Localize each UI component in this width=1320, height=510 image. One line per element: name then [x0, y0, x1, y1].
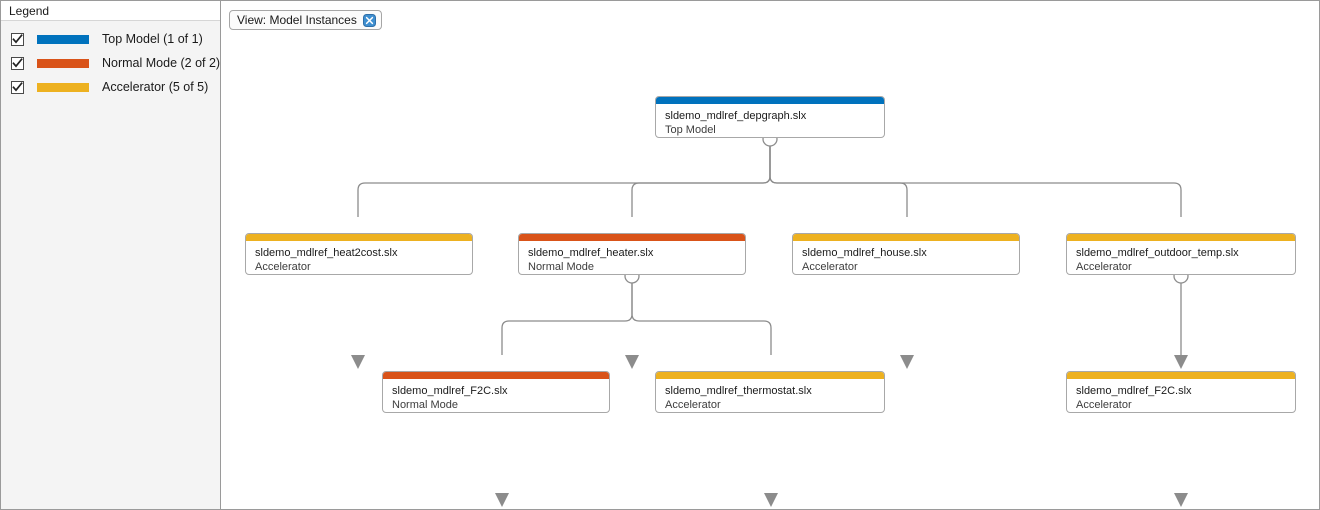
node-subtitle: Normal Mode — [392, 399, 459, 411]
close-circle-icon[interactable] — [362, 13, 376, 27]
node-subtitle: Top Model — [665, 124, 716, 136]
legend-label-top-model: Top Model (1 of 1) — [102, 32, 203, 46]
node-body: sldemo_mdlref_outdoor_temp.slx Accelerat… — [1067, 241, 1295, 274]
legend-label-normal-mode: Normal Mode (2 of 2) — [102, 56, 221, 70]
node-title: sldemo_mdlref_F2C.slx — [392, 385, 508, 397]
legend-header: Legend — [1, 1, 220, 21]
node-status-bar — [519, 234, 745, 241]
legend-item-accelerator[interactable]: Accelerator (5 of 5) — [1, 75, 220, 99]
node-subtitle: Accelerator — [802, 261, 858, 273]
checkbox-checked-icon[interactable] — [11, 56, 24, 70]
node-title: sldemo_mdlref_outdoor_temp.slx — [1076, 247, 1239, 259]
checkbox-checked-icon[interactable] — [11, 80, 24, 94]
node-body: sldemo_mdlref_F2C.slx Normal Mode — [383, 379, 609, 412]
node-title: sldemo_mdlref_house.slx — [802, 247, 927, 259]
node-body: sldemo_mdlref_heat2cost.slx Accelerator — [246, 241, 472, 274]
node-subtitle: Accelerator — [1076, 261, 1132, 273]
view-filter-chip[interactable]: View: Model Instances — [229, 10, 382, 30]
node-status-bar — [656, 372, 884, 379]
legend-item-top-model[interactable]: Top Model (1 of 1) — [1, 27, 220, 51]
legend-color-swatch-normal-mode — [37, 58, 89, 68]
node-subtitle: Accelerator — [1076, 399, 1132, 411]
model-node-heater[interactable]: sldemo_mdlref_heater.slx Normal Mode — [518, 233, 746, 275]
node-status-bar — [246, 234, 472, 241]
model-node-depgraph[interactable]: sldemo_mdlref_depgraph.slx Top Model — [655, 96, 885, 138]
node-title: sldemo_mdlref_heater.slx — [528, 247, 654, 259]
node-status-bar — [1067, 372, 1295, 379]
model-node-f2c-accelerator[interactable]: sldemo_mdlref_F2C.slx Accelerator — [1066, 371, 1296, 413]
model-node-house[interactable]: sldemo_mdlref_house.slx Accelerator — [792, 233, 1020, 275]
graph-canvas[interactable]: View: Model Instances — [221, 1, 1319, 509]
node-body: sldemo_mdlref_F2C.slx Accelerator — [1067, 379, 1295, 412]
node-body: sldemo_mdlref_house.slx Accelerator — [793, 241, 1019, 274]
node-body: sldemo_mdlref_depgraph.slx Top Model — [656, 104, 884, 137]
legend-item-normal-mode[interactable]: Normal Mode (2 of 2) — [1, 51, 220, 75]
model-node-outdoor-temp[interactable]: sldemo_mdlref_outdoor_temp.slx Accelerat… — [1066, 233, 1296, 275]
node-subtitle: Accelerator — [255, 261, 311, 273]
node-status-bar — [1067, 234, 1295, 241]
node-status-bar — [383, 372, 609, 379]
node-subtitle: Normal Mode — [528, 261, 595, 273]
legend-color-swatch-top-model — [37, 34, 89, 44]
node-status-bar — [793, 234, 1019, 241]
legend-list: Top Model (1 of 1) Normal Mode (2 of 2) … — [1, 21, 220, 99]
node-body: sldemo_mdlref_heater.slx Normal Mode — [519, 241, 745, 274]
node-title: sldemo_mdlref_F2C.slx — [1076, 385, 1192, 397]
node-subtitle: Accelerator — [665, 399, 721, 411]
legend-color-swatch-accelerator — [37, 82, 89, 92]
node-title: sldemo_mdlref_depgraph.slx — [665, 110, 807, 122]
model-node-f2c-normal[interactable]: sldemo_mdlref_F2C.slx Normal Mode — [382, 371, 610, 413]
node-status-bar — [656, 97, 884, 104]
legend-title: Legend — [9, 3, 50, 18]
legend-label-accelerator: Accelerator (5 of 5) — [102, 80, 209, 94]
view-filter-chip-label: View: Model Instances — [237, 13, 357, 27]
node-title: sldemo_mdlref_thermostat.slx — [665, 385, 812, 397]
model-node-heat2cost[interactable]: sldemo_mdlref_heat2cost.slx Accelerator — [245, 233, 473, 275]
node-title: sldemo_mdlref_heat2cost.slx — [255, 247, 398, 259]
model-node-thermostat[interactable]: sldemo_mdlref_thermostat.slx Accelerator — [655, 371, 885, 413]
legend-panel: Legend Top Model (1 of 1) Normal Mode (2… — [1, 1, 221, 509]
checkbox-checked-icon[interactable] — [11, 32, 24, 46]
node-body: sldemo_mdlref_thermostat.slx Accelerator — [656, 379, 884, 412]
